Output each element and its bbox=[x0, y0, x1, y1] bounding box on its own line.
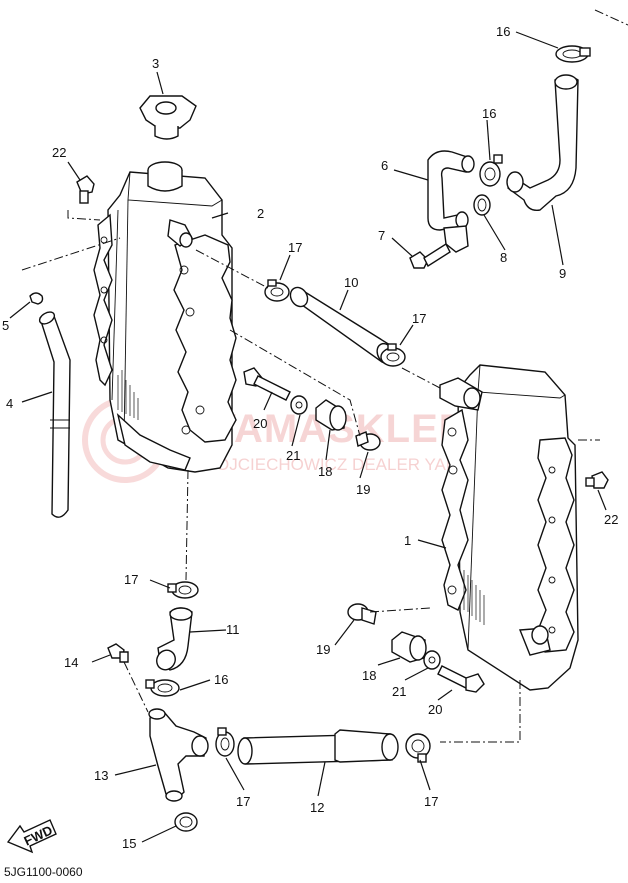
callout-18-upper: 18 bbox=[318, 464, 332, 479]
callout-18-lower: 18 bbox=[362, 668, 376, 683]
o-ring-8 bbox=[473, 194, 491, 216]
damper-18-lower bbox=[391, 631, 427, 663]
fitting-7 bbox=[409, 225, 469, 269]
bolt-14 bbox=[107, 643, 129, 663]
diagram-code: 5JG1100-0060 bbox=[4, 865, 83, 879]
collar-19-lower bbox=[347, 603, 377, 625]
clip-5 bbox=[29, 292, 44, 305]
bolt-20-upper bbox=[243, 367, 291, 401]
o-ring-15 bbox=[174, 812, 198, 832]
callout-19-lower: 19 bbox=[316, 642, 330, 657]
callout-16-middle: 16 bbox=[482, 106, 496, 121]
callout-17-lower-left: 17 bbox=[124, 572, 138, 587]
callouts: 3 2 22 5 4 17 10 17 6 7 16 8 16 9 20 21 … bbox=[2, 24, 618, 851]
hose-12 bbox=[237, 729, 399, 765]
callout-17-lower-middle: 17 bbox=[236, 794, 250, 809]
hose-9 bbox=[506, 74, 579, 211]
bolt-20-lower bbox=[437, 665, 485, 693]
callout-17-lower-right: 17 bbox=[424, 794, 438, 809]
right-radiator bbox=[439, 364, 579, 691]
fwd-label: FWD bbox=[22, 822, 55, 848]
callout-22-right: 22 bbox=[604, 512, 618, 527]
callout-7: 7 bbox=[378, 228, 385, 243]
callout-16-top: 16 bbox=[496, 24, 510, 39]
callout-20-lower: 20 bbox=[428, 702, 442, 717]
callout-14: 14 bbox=[64, 655, 78, 670]
fwd-arrow: FWD bbox=[6, 819, 57, 854]
clamp-16-lower bbox=[145, 679, 180, 697]
callout-2: 2 bbox=[257, 206, 264, 221]
hose-4 bbox=[38, 311, 71, 518]
joint-13 bbox=[148, 708, 209, 802]
clamp-16-top bbox=[555, 45, 591, 63]
bolt-22-right bbox=[585, 471, 609, 489]
callout-4: 4 bbox=[6, 396, 13, 411]
radiator-cap bbox=[139, 95, 197, 140]
clamp-16-middle bbox=[479, 154, 503, 187]
bolt-22-left bbox=[76, 175, 95, 204]
left-radiator bbox=[93, 161, 237, 473]
callout-22-left: 22 bbox=[52, 145, 66, 160]
callout-15: 15 bbox=[122, 836, 136, 851]
callout-10: 10 bbox=[344, 275, 358, 290]
damper-18-upper bbox=[315, 399, 347, 431]
leader-lines bbox=[9, 31, 607, 843]
clamp-17-upper-left bbox=[264, 279, 290, 302]
collar-19-upper bbox=[355, 431, 381, 451]
callout-8: 8 bbox=[500, 250, 507, 265]
clamp-17-upper-right bbox=[380, 343, 406, 367]
callout-16-lower: 16 bbox=[214, 672, 228, 687]
callout-3: 3 bbox=[152, 56, 159, 71]
callout-17-upper-right: 17 bbox=[412, 311, 426, 326]
callout-13: 13 bbox=[94, 768, 108, 783]
hose-6 bbox=[427, 150, 475, 231]
callout-12: 12 bbox=[310, 800, 324, 815]
callout-17-upper-left: 17 bbox=[288, 240, 302, 255]
callout-11: 11 bbox=[226, 622, 240, 637]
callout-1: 1 bbox=[404, 533, 411, 548]
callout-19-upper: 19 bbox=[356, 482, 370, 497]
hose-11 bbox=[156, 607, 193, 671]
callout-21-lower: 21 bbox=[392, 684, 406, 699]
callout-21-upper: 21 bbox=[286, 448, 300, 463]
callout-6: 6 bbox=[381, 158, 388, 173]
washer-21-upper bbox=[290, 395, 308, 415]
clamp-17-lower-right bbox=[405, 733, 431, 763]
watermark-dealer: WOJCIECHOWICZ DEALER YAMAHA bbox=[200, 455, 496, 474]
washer-21-lower bbox=[423, 650, 441, 670]
clamp-17-lower-middle bbox=[215, 727, 235, 757]
clamp-17-lower-left bbox=[167, 581, 199, 599]
callout-20-upper: 20 bbox=[253, 416, 267, 431]
callout-5: 5 bbox=[2, 318, 9, 333]
reference-lines bbox=[21, 9, 628, 743]
callout-9: 9 bbox=[559, 266, 566, 281]
